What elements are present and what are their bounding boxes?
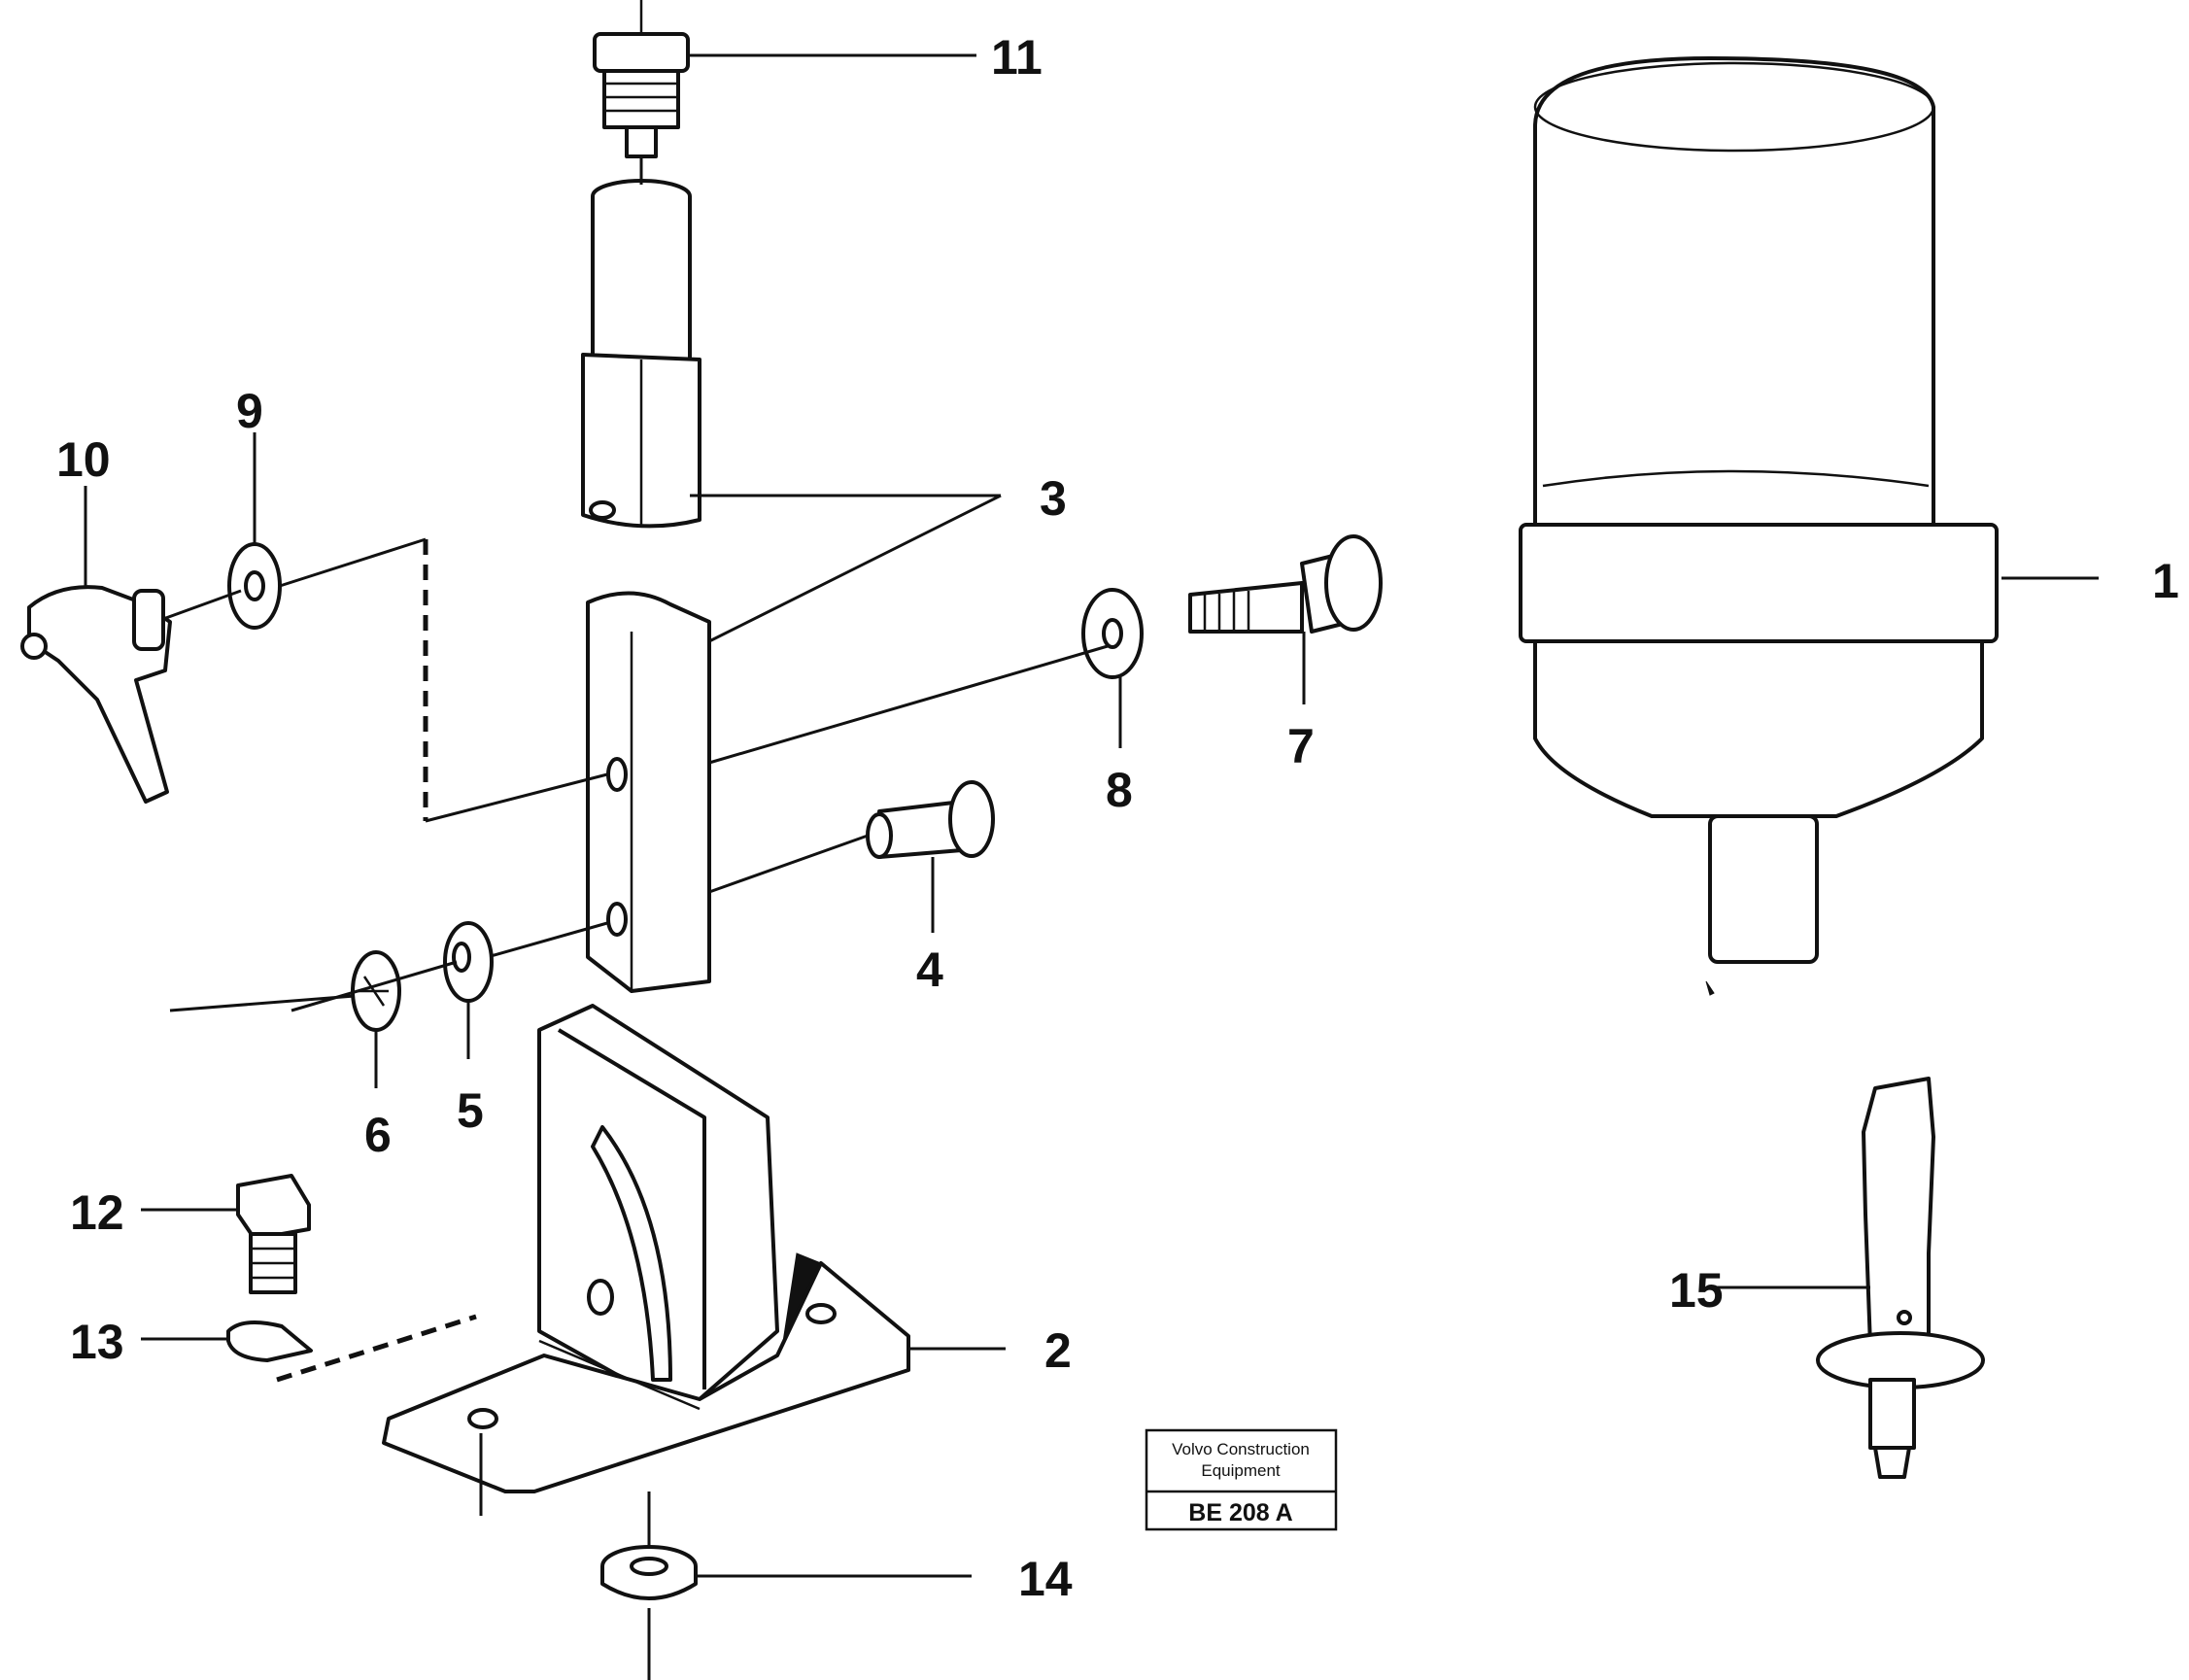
callout-15: 15 [1669, 1263, 1724, 1318]
label-box-company-line1: Volvo Construction [1172, 1440, 1310, 1458]
callout-4: 4 [916, 943, 943, 997]
callout-14: 14 [1018, 1552, 1073, 1606]
callout-8: 8 [1106, 763, 1133, 817]
callout-6: 6 [364, 1108, 392, 1162]
callout-7: 7 [1287, 719, 1315, 773]
drawing-label-box: Volvo Construction Equipment BE 208 A [1145, 1428, 1338, 1531]
part-10-lever [20, 585, 172, 804]
part-9-washer [227, 542, 282, 630]
part-14-grommet [600, 1545, 698, 1600]
callout-12: 12 [70, 1185, 124, 1240]
part-11-fitting [593, 0, 690, 175]
part-13-clip [226, 1320, 313, 1362]
part-8-washer [1081, 588, 1144, 679]
part-7-bolt [1188, 534, 1383, 634]
part-3-tube-upper [581, 179, 701, 529]
part-3-bar-lower [586, 591, 711, 993]
dashed-line-clip [276, 1314, 477, 1383]
part-1-reservoir [1519, 56, 1999, 996]
part-12-bolt [236, 1174, 311, 1294]
callout-13: 13 [70, 1315, 124, 1369]
callout-11: 11 [991, 30, 1043, 85]
callout-1: 1 [2152, 554, 2179, 608]
callout-5: 5 [457, 1083, 484, 1138]
callout-10: 10 [56, 432, 111, 487]
label-box-company-line2: Equipment [1201, 1461, 1281, 1480]
leader-lines [84, 53, 2099, 1680]
part-15-connector [1816, 1077, 1985, 1479]
callout-2: 2 [1044, 1323, 1072, 1378]
part-2-bracket [382, 1004, 910, 1493]
callout-3: 3 [1040, 471, 1067, 526]
callout-9: 9 [236, 384, 263, 438]
part-4-pin [866, 780, 995, 859]
label-box-code: BE 208 A [1188, 1499, 1292, 1526]
